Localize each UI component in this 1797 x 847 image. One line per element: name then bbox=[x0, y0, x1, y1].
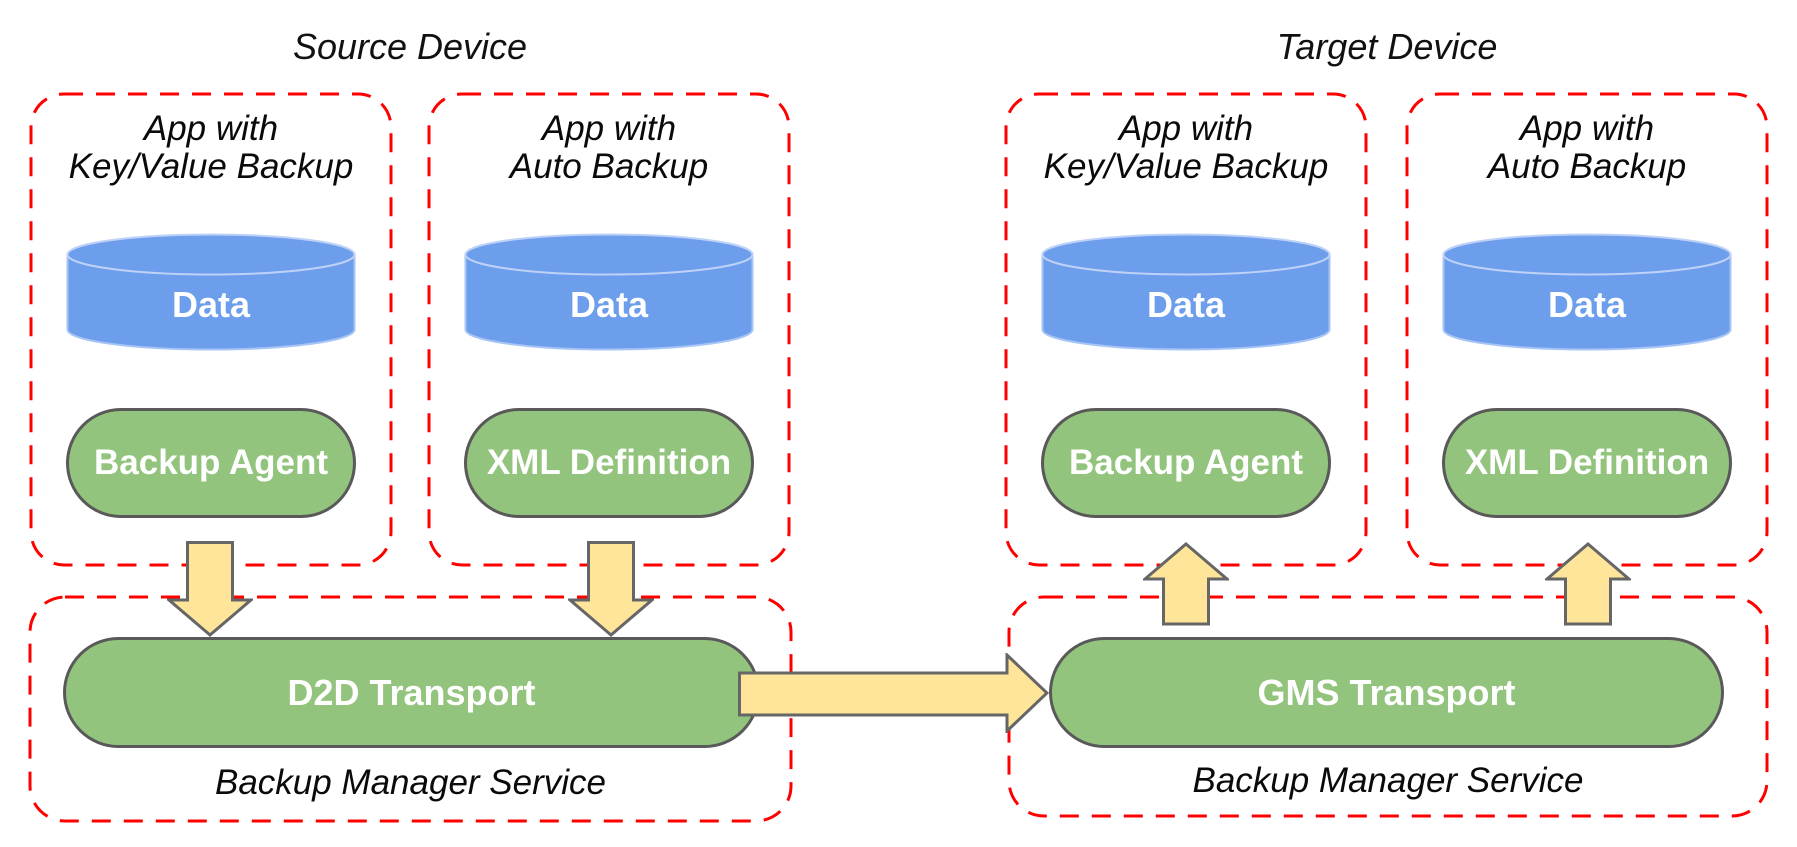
dashed-border bbox=[1405, 92, 1769, 567]
dashed-border bbox=[427, 92, 791, 567]
app-title-line2: Key/Value Backup bbox=[68, 147, 354, 186]
app-title-line1: App with bbox=[541, 109, 677, 148]
cylinder-shape-icon bbox=[464, 233, 754, 351]
app-title-line2: Auto Backup bbox=[509, 147, 709, 186]
dashed-border bbox=[29, 92, 393, 567]
data-cylinder: Data bbox=[1442, 233, 1732, 351]
right-arrow-icon bbox=[738, 653, 1049, 733]
data-label: Data bbox=[1547, 284, 1627, 325]
cylinder-shape-icon bbox=[1442, 233, 1732, 351]
xml-definition-pill: XML Definition bbox=[1442, 408, 1732, 518]
data-cylinder: Data bbox=[1041, 233, 1331, 351]
down-arrow-icon bbox=[167, 541, 253, 637]
down-arrow-icon bbox=[568, 541, 654, 637]
up-arrow-icon bbox=[1143, 542, 1229, 626]
cylinder-shape-icon bbox=[1041, 233, 1331, 351]
dashed-border bbox=[1004, 92, 1368, 567]
app-title-line1: App with bbox=[1118, 109, 1254, 148]
target-auto-app-box: App with Auto Backup Data XML Definition bbox=[1405, 92, 1769, 567]
dashed-border bbox=[28, 595, 793, 823]
backup-agent-pill: Backup Agent bbox=[1041, 408, 1331, 518]
up-arrow-icon bbox=[1545, 542, 1631, 626]
data-cylinder: Data bbox=[464, 233, 754, 351]
d2d-transport-pill: D2D Transport bbox=[63, 637, 760, 748]
backup-agent-pill: Backup Agent bbox=[66, 408, 356, 518]
target-device-title: Target Device bbox=[1276, 26, 1498, 67]
gms-transport-pill: GMS Transport bbox=[1049, 637, 1724, 748]
data-label: Data bbox=[171, 284, 251, 325]
app-title-line2: Auto Backup bbox=[1487, 147, 1687, 186]
source-auto-app-box: App with Auto Backup Data XML Definition bbox=[427, 92, 791, 567]
data-label: Data bbox=[569, 284, 649, 325]
source-device-title: Source Device bbox=[292, 26, 528, 67]
target-keyvalue-app-box: App with Key/Value Backup Data Backup Ag… bbox=[1004, 92, 1368, 567]
app-title-line1: App with bbox=[1519, 109, 1655, 148]
app-title-line1: App with bbox=[143, 109, 279, 148]
backup-manager-service-label: Backup Manager Service bbox=[214, 763, 607, 802]
source-backup-manager-service-box: D2D Transport Backup Manager Service bbox=[28, 595, 793, 823]
source-keyvalue-app-box: App with Key/Value Backup Data Backup Ag… bbox=[29, 92, 393, 567]
data-cylinder: Data bbox=[66, 233, 356, 351]
backup-manager-service-label: Backup Manager Service bbox=[1192, 761, 1584, 800]
app-title-line2: Key/Value Backup bbox=[1043, 147, 1329, 186]
xml-definition-pill: XML Definition bbox=[464, 408, 754, 518]
app-box-title: App with Auto Backup bbox=[427, 110, 791, 186]
data-label: Data bbox=[1146, 284, 1226, 325]
app-box-title: App with Auto Backup bbox=[1405, 110, 1769, 186]
app-box-title: App with Key/Value Backup bbox=[1004, 110, 1368, 186]
cylinder-shape-icon bbox=[66, 233, 356, 351]
target-backup-manager-service-box: GMS Transport Backup Manager Service bbox=[1007, 595, 1769, 818]
app-box-title: App with Key/Value Backup bbox=[29, 110, 393, 186]
